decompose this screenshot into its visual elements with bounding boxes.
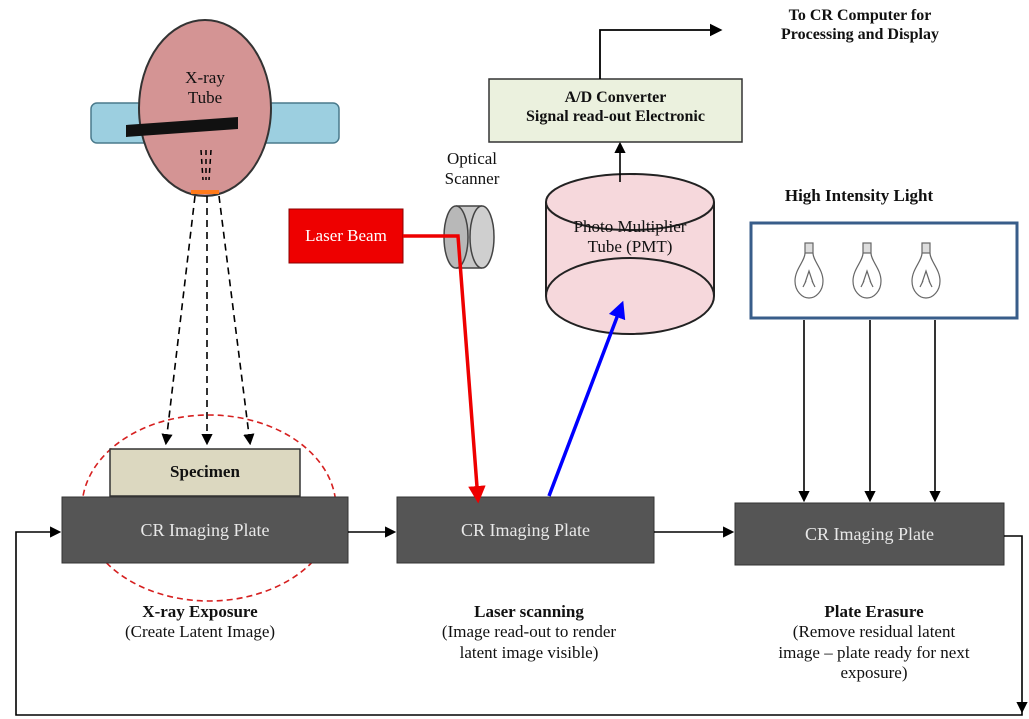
ad-converter-label-line2: Signal read-out Electronic bbox=[526, 108, 705, 126]
cr-plate-3-label: CR Imaging Plate bbox=[805, 523, 934, 544]
xray-emission-marks bbox=[200, 149, 212, 181]
output-label-line2: Processing and Display bbox=[781, 26, 939, 44]
cr-plate-2 bbox=[396, 496, 655, 564]
cr-plate-3 bbox=[734, 502, 1005, 566]
light-signal-path bbox=[547, 300, 626, 497]
cr-plate-1-label: CR Imaging Plate bbox=[140, 519, 270, 540]
tube-anode bbox=[126, 117, 238, 137]
stage-plate-erasure: Plate Erasure (Remove residual latent im… bbox=[756, 602, 992, 684]
stage-desc: (Remove residual latent bbox=[792, 622, 956, 642]
pmt-cylinder bbox=[545, 173, 715, 335]
output-arrow bbox=[599, 23, 723, 79]
stage-desc: (Create Latent Image) bbox=[124, 622, 276, 642]
pmt-label: Photo Multiplier Tube (PMT) bbox=[552, 217, 708, 258]
laser-beam-box bbox=[288, 208, 404, 264]
optical-scanner-label-line2: Scanner bbox=[444, 169, 500, 189]
stage-title: Laser scanning bbox=[474, 602, 584, 621]
cr-plate-2-label: CR Imaging Plate bbox=[461, 519, 590, 540]
xray-tube-label-line2: Tube bbox=[187, 88, 223, 108]
tube-body bbox=[138, 19, 272, 197]
stage-desc: image – plate ready for next bbox=[778, 642, 970, 662]
high-intensity-light-label: High Intensity Light bbox=[784, 186, 934, 205]
optical-scanner-label-line1: Optical bbox=[446, 149, 498, 168]
xray-beams bbox=[161, 195, 255, 446]
erasure-light-arrows bbox=[798, 320, 941, 503]
cr-plate-1 bbox=[61, 496, 349, 564]
pmt-label-line2: Tube (PMT) bbox=[587, 237, 673, 257]
ad-converter-label: A/D Converter Signal read-out Electronic bbox=[489, 88, 742, 126]
ad-converter-box bbox=[488, 78, 743, 143]
stage-xray-exposure: X-ray Exposure (Create Latent Image) bbox=[100, 602, 300, 643]
laser-path bbox=[403, 234, 486, 504]
xray-tube bbox=[90, 19, 340, 197]
stage-desc: (Image read-out to render bbox=[441, 622, 617, 642]
output-label: To CR Computer for Processing and Displa… bbox=[745, 6, 975, 44]
bulb-icon bbox=[852, 242, 882, 299]
pmt-label-line1: Photo Multiplier bbox=[573, 217, 687, 236]
stage-desc: exposure) bbox=[840, 663, 908, 683]
bulb-icon bbox=[911, 242, 941, 299]
xray-tube-label-line1: X-ray bbox=[185, 68, 225, 87]
stage-laser-scanning: Laser scanning (Image read-out to render… bbox=[415, 602, 643, 663]
stage-title: Plate Erasure bbox=[824, 602, 924, 621]
output-label-line1: To CR Computer for bbox=[788, 7, 932, 24]
ad-converter-label-line1: A/D Converter bbox=[564, 89, 667, 106]
specimen-box bbox=[109, 448, 301, 497]
bulb-icon bbox=[794, 242, 824, 299]
specimen-label: Specimen bbox=[170, 462, 240, 481]
optical-scanner-label: Optical Scanner bbox=[428, 149, 516, 190]
stage-title: X-ray Exposure bbox=[142, 602, 258, 621]
stage-desc: latent image visible) bbox=[459, 642, 599, 662]
light-box bbox=[749, 221, 1019, 320]
laser-beam-label: Laser Beam bbox=[305, 226, 387, 245]
plate-flow-arrows bbox=[15, 526, 1028, 716]
xray-tube-label: X-ray Tube bbox=[165, 68, 245, 109]
